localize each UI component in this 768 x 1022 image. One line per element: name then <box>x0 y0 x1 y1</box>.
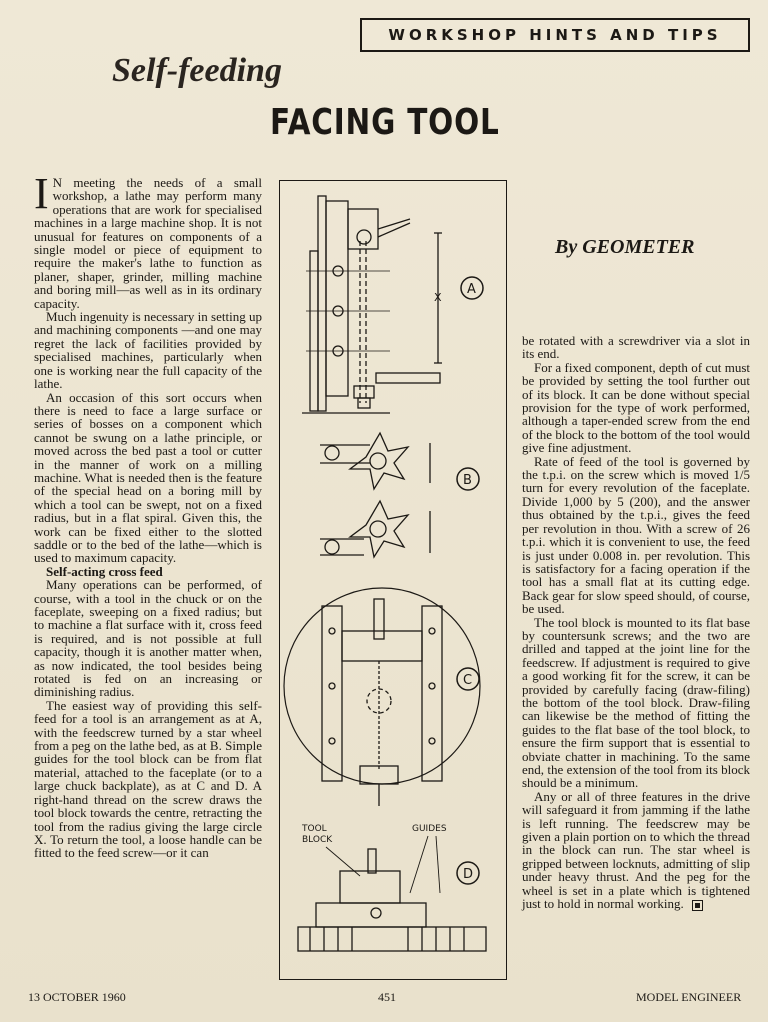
label-c: C <box>463 673 472 688</box>
page-title: FACING TOOL <box>270 102 500 143</box>
paragraph-text: N meeting the needs of a small workshop,… <box>34 175 262 311</box>
section-banner-text: WORKSHOP HINTS AND TIPS <box>388 26 722 44</box>
paragraph: be rotated with a screwdriver via a slot… <box>522 333 750 362</box>
view-d-end-elevation: TOOL BLOCK GUIDES <box>297 824 487 952</box>
paragraph: For a fixed component, depth of cut must… <box>522 359 750 456</box>
view-a-side-elevation: X A <box>302 195 484 414</box>
peg <box>324 445 340 461</box>
label-a: A <box>467 282 476 297</box>
view-c-front-view: C <box>283 587 481 806</box>
tool-block-guide <box>325 200 349 397</box>
view-label-circle <box>456 861 480 885</box>
faceplate-circle <box>283 587 481 785</box>
article-column-right: be rotated with a screwdriver via a slot… <box>522 334 750 911</box>
peg <box>324 539 340 555</box>
tool-bit <box>377 218 411 230</box>
page-number: 451 <box>378 990 396 1004</box>
section-banner: WORKSHOP HINTS AND TIPS <box>360 18 750 52</box>
view-label-circle <box>460 276 484 300</box>
leader-line <box>435 835 441 894</box>
paragraph: The tool block is mounted to its flat ba… <box>522 614 750 791</box>
view-b-star-wheel: B <box>320 431 480 559</box>
view-label-circle <box>456 667 480 691</box>
star-wheel-hub <box>353 385 375 399</box>
tool-bit-plan <box>373 598 385 640</box>
end-mark-icon <box>691 899 703 911</box>
leader-line <box>409 835 429 894</box>
byline: By GEOMETER <box>555 236 695 258</box>
paragraph: Any or all of three features in the driv… <box>522 790 750 911</box>
paragraph: An occasion of this sort occurs when the… <box>34 389 262 566</box>
headline-kicker: Self-feeding <box>112 52 282 89</box>
paragraph: Much ingenuity is necessary in setting u… <box>34 309 262 392</box>
label-b: B <box>463 473 472 488</box>
view-label-circle <box>456 467 480 491</box>
footer-date: 13 OCTOBER 1960 <box>28 990 126 1004</box>
feedscrew-boss <box>356 229 372 245</box>
tool-block-plan <box>341 630 423 662</box>
guide-right <box>421 605 443 782</box>
paragraph: Many operations can be performed, of cou… <box>34 577 262 700</box>
label-block: BLOCK <box>302 835 333 845</box>
label-x: X <box>434 291 442 304</box>
label-tool: TOOL <box>301 824 327 834</box>
tool-block <box>347 208 379 250</box>
faceplate <box>317 195 327 412</box>
star-wheel-icon <box>348 431 410 491</box>
paragraph: The easiest way of providing this self-f… <box>34 697 262 861</box>
paragraph: Rate of feed of the tool is governed by … <box>522 453 750 617</box>
leader-line <box>325 846 361 877</box>
faceplate-end <box>297 926 487 952</box>
star-wheel-icon <box>348 499 410 559</box>
guide-left <box>321 605 343 782</box>
figure-frame: X A B <box>279 180 507 980</box>
technical-drawing: X A B <box>283 195 487 952</box>
footer-magazine: MODEL ENGINEER <box>636 990 742 1004</box>
drop-cap: I <box>34 169 49 218</box>
tool-bit-end <box>367 848 377 874</box>
label-d: D <box>463 867 473 882</box>
lathe-bed-peg-plate <box>375 372 441 384</box>
faceplate-rim <box>309 250 319 412</box>
subheading: Self-acting cross feed <box>46 563 163 579</box>
label-guides: GUIDES <box>412 824 447 834</box>
paragraph-text: Any or all of three features in the driv… <box>522 788 750 912</box>
tool-block-end <box>339 870 401 904</box>
